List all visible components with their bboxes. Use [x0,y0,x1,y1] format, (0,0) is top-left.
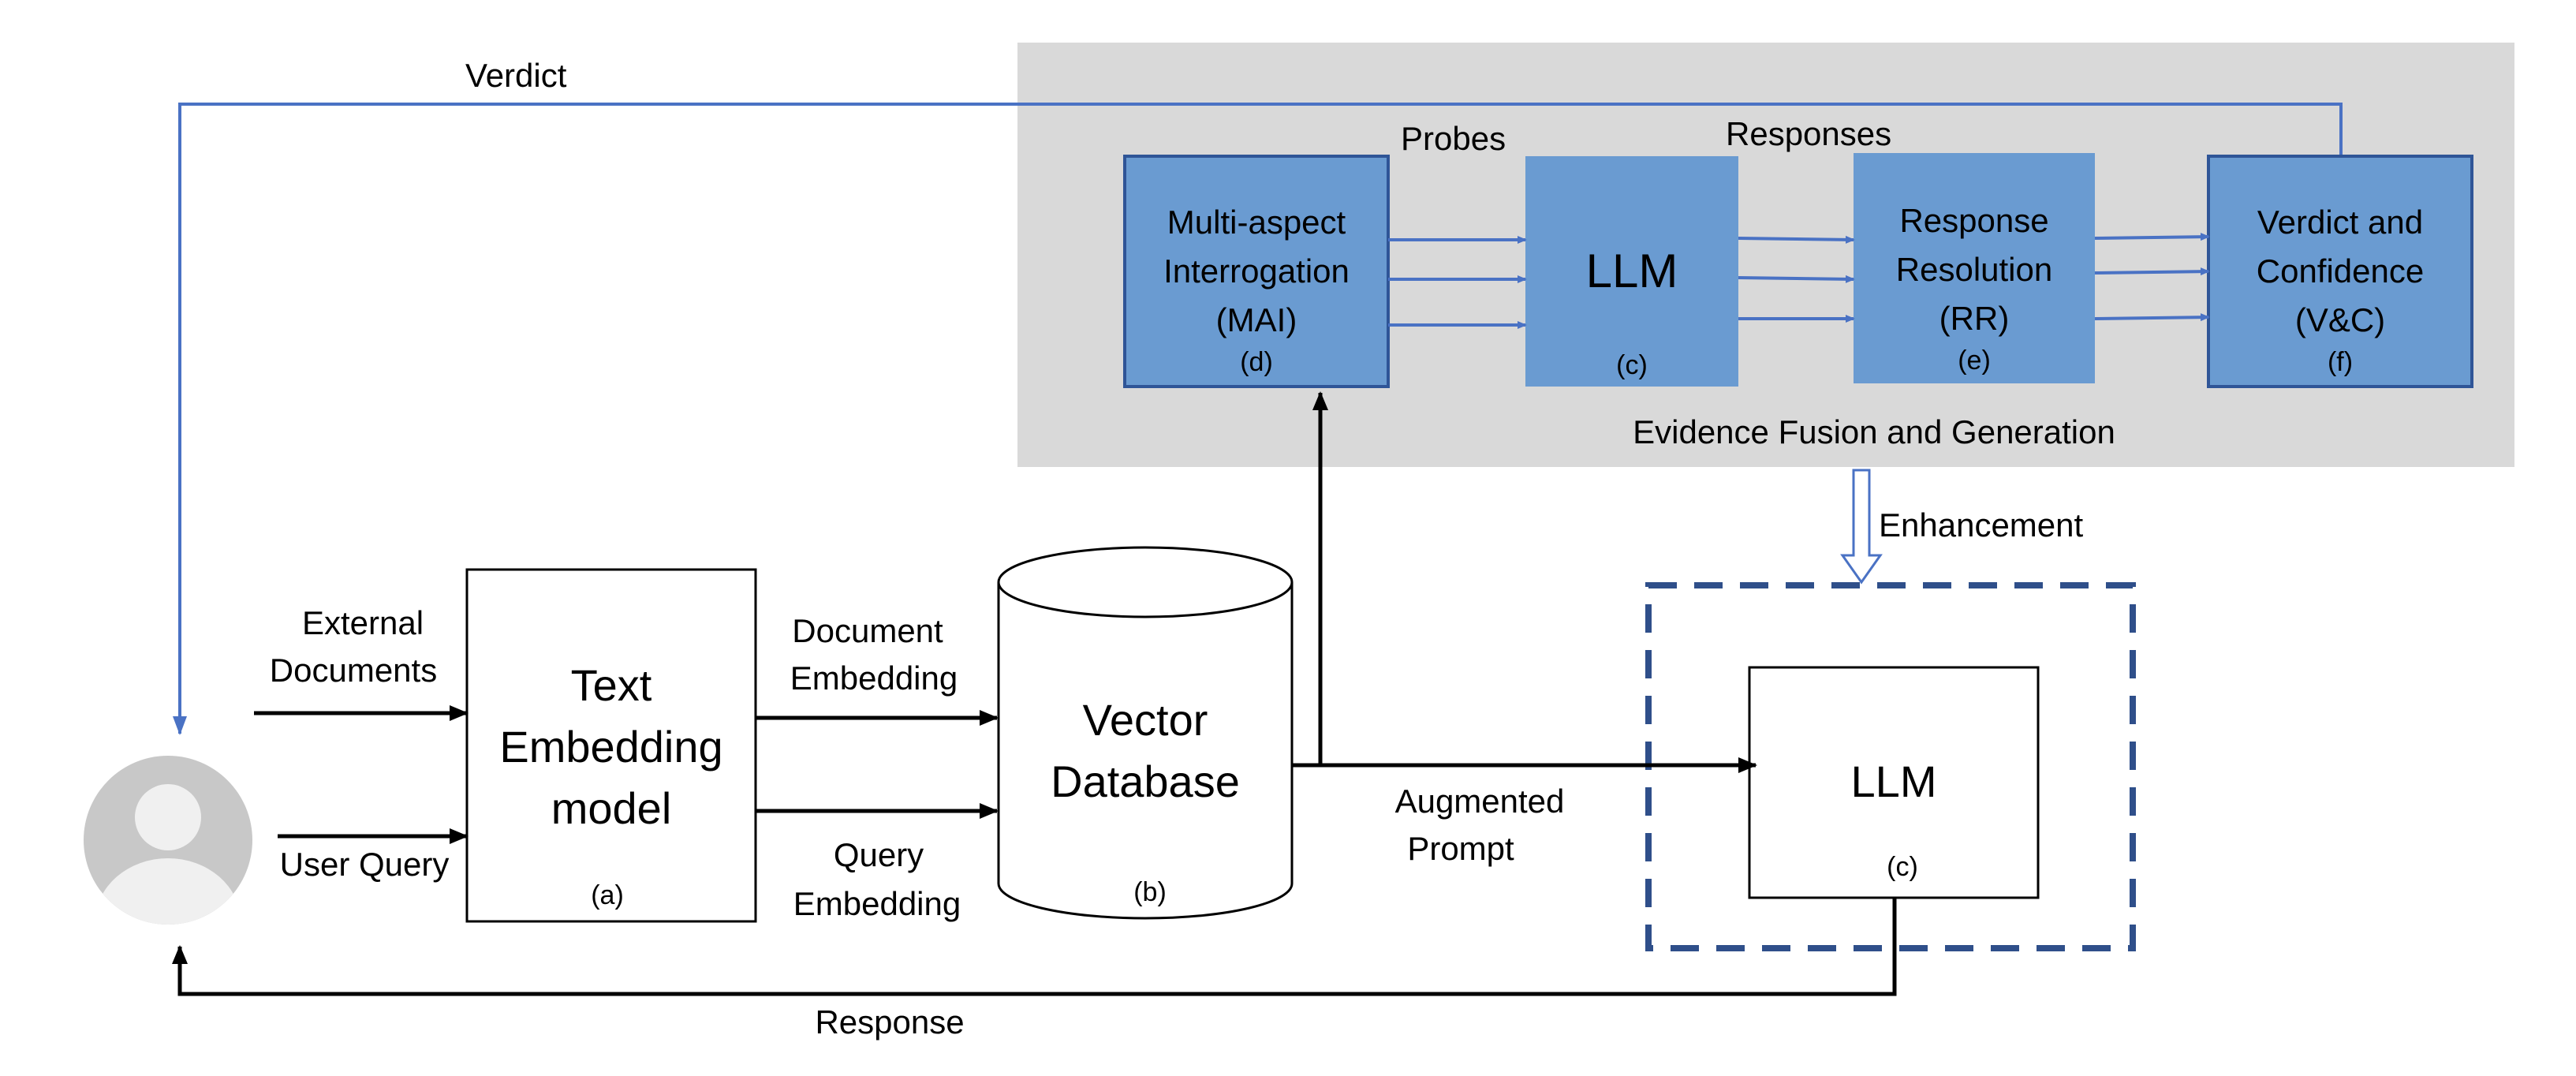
augmented-prompt-line-1: Augmented [1395,783,1565,820]
main-llm-box: LLM (c) [1748,666,2040,899]
responses-label: Responses [1726,115,1891,152]
verdict-label: Verdict [465,57,567,94]
user-query-label: User Query [280,846,450,883]
query-embedding-line-1: Query [834,836,924,873]
query-embedding-line-2: Embedding [793,885,961,922]
rr-line-1: Response [1899,202,2048,239]
vector-db-line-2: Database [1051,757,1240,806]
text-embedding-line-1: Text [571,660,652,710]
main-llm-tag: (c) [1887,852,1918,882]
vc-line-1: Verdict and [2257,204,2423,241]
probe-llm-tag: (c) [1616,350,1648,380]
black-arrows [172,391,1897,996]
response-label: Response [815,1003,964,1041]
mai-line-2: Interrogation [1163,252,1350,290]
vc-line-3: (V&C) [2295,301,2385,338]
document-embedding-line-1: Document [792,612,943,649]
enhancement-arrow [1840,469,1883,585]
text-embedding-tag: (a) [591,880,624,910]
vc-box: Verdict and Confidence (V&C) (f) [2207,155,2473,388]
external-documents-line-2: Documents [270,652,437,689]
vector-database-cylinder: Vector Database (b) [997,546,1294,920]
mai-box: Multi-aspect Interrogation (MAI) (d) [1123,155,1390,388]
rr-tag: (e) [1958,346,1991,375]
verdict-arrow [173,103,2343,735]
probes-label: Probes [1401,120,1506,157]
enhancement-label: Enhancement [1879,506,2084,544]
rr-box: Response Resolution (RR) (e) [1854,153,2095,383]
resolution-arrows [2094,233,2210,322]
probe-llm-box: LLM (c) [1525,156,1738,387]
vector-db-tag: (b) [1133,877,1167,907]
external-documents-line-1: External [302,604,424,641]
document-embedding-line-2: Embedding [790,659,958,697]
probe-arrows [1388,236,1527,329]
mai-line-1: Multi-aspect [1167,204,1346,241]
response-arrow [172,898,1897,996]
rr-line-3: (RR) [1939,300,2010,337]
mai-tag: (d) [1240,347,1273,377]
vector-db-line-1: Vector [1083,695,1208,745]
evidence-fusion-label: Evidence Fusion and Generation [1633,413,2115,450]
response-arrows [1738,235,1855,323]
user-avatar-icon [84,756,252,925]
text-embedding-box: Text Embedding model (a) [465,568,757,923]
vc-line-2: Confidence [2257,252,2424,290]
augmented-prompt-line-2: Prompt [1407,830,1514,867]
vc-tag: (f) [2328,347,2353,377]
mai-line-3: (MAI) [1216,301,1297,338]
rr-line-2: Resolution [1896,251,2052,288]
main-llm-label: LLM [1851,757,1937,806]
text-embedding-line-2: Embedding [499,722,722,772]
probe-llm-label: LLM [1586,245,1678,297]
text-embedding-line-3: model [551,783,672,833]
